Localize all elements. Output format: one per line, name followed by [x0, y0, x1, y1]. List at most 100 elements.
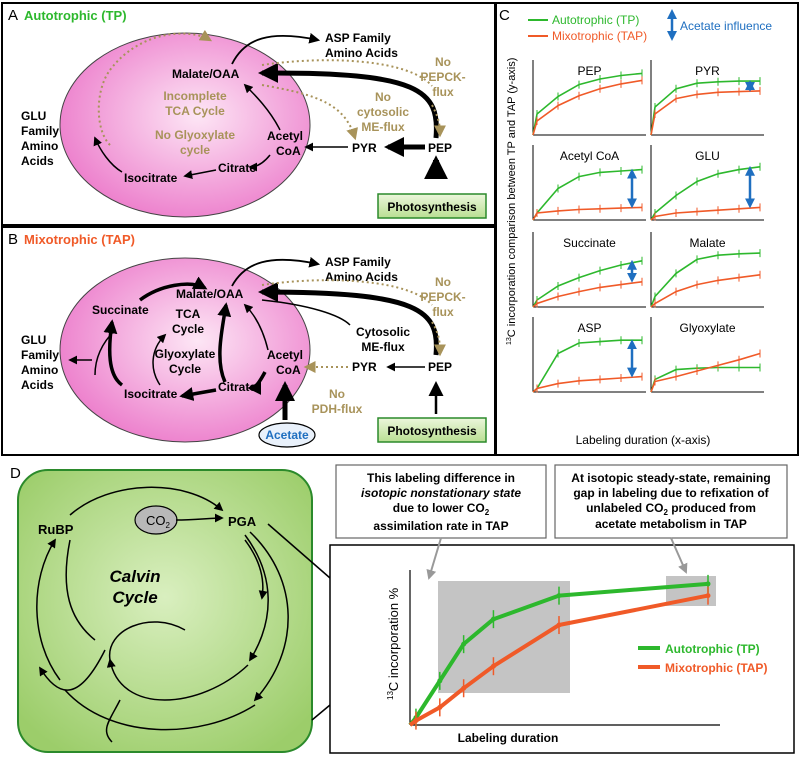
citrate-label-a: Citrate	[218, 161, 256, 175]
calvin-label-2: Cycle	[112, 588, 157, 607]
box2-line3: unlabeled CO2 produced from	[586, 501, 756, 517]
panel-a-title: Autotrophic (TP)	[24, 8, 127, 23]
chart-d-point	[556, 593, 562, 599]
asp-label-a-1: ASP Family	[325, 31, 391, 45]
dotted-pepck-b-2	[431, 321, 446, 357]
chart-d-series	[408, 574, 711, 730]
photosynthesis-box-b	[377, 417, 487, 443]
asp-label-b-1: ASP Family	[325, 255, 391, 269]
asp-label-a-2: Amino Acids	[325, 46, 398, 60]
calvin-arrow-right	[249, 531, 289, 702]
calvin-label-1: Calvin	[109, 567, 160, 586]
calvin-arrow-inner-5	[105, 699, 121, 743]
small-plot-title: PYR	[695, 64, 720, 78]
chart-d-point	[490, 616, 496, 622]
box2-line4: acetate metabolism in TAP	[595, 517, 747, 531]
small-plot-pyr: PYR	[650, 60, 764, 136]
panel-b-title: Mixotrophic (TAP)	[24, 232, 135, 247]
legend-c-tap: Mixotrophic (TAP)	[552, 29, 647, 43]
note-incomplete-tca-2: TCA Cycle	[165, 104, 225, 118]
small-plot-glyoxylate: Glyoxylate	[650, 317, 764, 393]
citrate-label-b: Citrate	[218, 380, 256, 394]
glu-label-a-4: Acids	[21, 154, 54, 168]
box1-line1: This labeling difference in	[367, 471, 515, 485]
calvin-arrow-bottom	[64, 689, 256, 731]
glu-label-a-1: GLU	[21, 109, 46, 123]
me-note-a-3: ME-flux	[361, 120, 405, 134]
isocitrate-label-b: Isocitrate	[124, 387, 178, 401]
acetate-label: Acetate	[265, 428, 309, 442]
arrow-acetyl-malate-b	[243, 303, 269, 351]
pyr-label-b: PYR	[352, 360, 377, 374]
small-plot-title: Succinate	[563, 236, 616, 250]
glu-label-b-1: GLU	[21, 333, 46, 347]
acetyl-label-b-2: CoA	[276, 363, 301, 377]
annotation-box-1	[335, 464, 547, 539]
dotted-arc-a-2	[109, 29, 213, 71]
pyr-label-a: PYR	[352, 141, 377, 155]
me-note-b-2: ME-flux	[361, 340, 405, 354]
calvin-arrow-inner-2	[109, 621, 186, 661]
rubp-label: RuBP	[38, 522, 74, 537]
pdh-note-b-2: PDH-flux	[312, 402, 363, 416]
small-plot-acetyl-coa: Acetyl CoA	[532, 145, 646, 221]
glu-label-b-4: Acids	[21, 378, 54, 392]
arrow-isocitrate-glu-a	[93, 136, 123, 173]
calvin-arrow-right-2	[244, 534, 269, 662]
arrow-acetyl-citrate-a	[248, 154, 271, 172]
calvin-arrow-inner-4	[39, 649, 106, 691]
me-note-a-2: cytosolic	[357, 105, 409, 119]
malate-label-a: Malate/OAA	[172, 67, 240, 81]
note-no-glyoxylate-2: cycle	[180, 143, 210, 157]
mitochondrion-ellipse-a	[59, 32, 311, 218]
arrow-acetyl-malate-a	[243, 83, 281, 131]
chart-d-point	[556, 622, 562, 628]
chart-d-point	[437, 704, 443, 710]
small-plot-title: Acetyl CoA	[560, 149, 619, 163]
photosynthesis-label-b: Photosynthesis	[387, 424, 477, 438]
legend-d-tap: Mixotrophic (TAP)	[665, 661, 767, 675]
calvin-arrow-inner-1	[106, 658, 249, 701]
small-plot-title: PEP	[577, 64, 601, 78]
legend-c-tp: Autotrophic (TP)	[552, 13, 639, 27]
co2-label: CO2	[146, 513, 171, 530]
pep-label-b: PEP	[428, 360, 452, 374]
arrow-pep-malate-b	[258, 282, 439, 356]
isocitrate-label-a: Isocitrate	[124, 171, 178, 185]
small-plot-glu: GLU	[650, 145, 764, 221]
chart-d-point	[705, 593, 711, 599]
pepck-note-b-3: flux	[432, 305, 454, 319]
calvin-arrow-top	[69, 486, 224, 516]
arrow-citrate-isocitrate-a	[183, 169, 217, 180]
glyox-label-b-1: Glyoxylate	[155, 347, 216, 361]
legend-c-arrow-label: Acetate influence	[680, 19, 772, 33]
panel-b: B Mixotrophic (TAP) ASP Family Amino Aci…	[1, 226, 496, 456]
panel-c-ylabel: 13C incorporation comparison between TP …	[506, 58, 518, 345]
panel-d: D RuBP CO2 PGA Calvin Cycle This labelin…	[5, 462, 798, 758]
glyox-label-b-2: Cycle	[169, 362, 201, 376]
pep-label-a: PEP	[428, 141, 452, 155]
box2-line2: gap in labeling due to refixation of	[573, 486, 769, 500]
arrow-citrate-isocitrate-b	[179, 387, 217, 401]
box1-line2: isotopic nonstationary state	[361, 486, 521, 500]
small-plot-title: Glyoxylate	[679, 321, 735, 335]
box1-line3: due to lower CO2	[393, 501, 490, 517]
small-plot-malate: Malate	[650, 232, 764, 308]
acetyl-label-a-1: Acetyl	[267, 129, 303, 143]
box1-line4: assimilation rate in TAP	[373, 519, 508, 533]
arrow-glyox-b	[152, 333, 167, 386]
acetate-ellipse	[258, 422, 316, 448]
small-plot-title: GLU	[695, 149, 720, 163]
panel-b-letter: B	[8, 231, 18, 248]
arrow-isocitrate-glu-b	[94, 329, 116, 376]
chart-d-point	[437, 678, 443, 684]
chart-d-point	[413, 718, 419, 724]
me-note-a-1: No	[375, 90, 391, 104]
panel-c-letter: C	[499, 7, 510, 24]
arrow-acetyl-citrate-b	[247, 371, 267, 395]
small-plot-title: Malate	[689, 236, 725, 250]
panel-a-letter: A	[8, 7, 18, 24]
calvin-arrow-right-3	[244, 539, 268, 600]
succinate-label-b: Succinate	[92, 303, 149, 317]
panel-c: C Autotrophic (TP) Mixotrophic (TAP) Ace…	[495, 2, 799, 456]
